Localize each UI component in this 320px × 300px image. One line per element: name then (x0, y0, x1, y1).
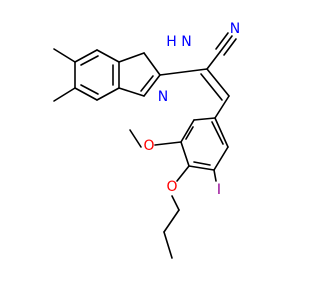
bond (213, 146, 229, 171)
bond (163, 209, 180, 233)
double-bond-inner (185, 126, 194, 140)
bond (129, 129, 142, 148)
bond (118, 87, 145, 97)
nitrile-nitrogen-label: N (230, 21, 240, 37)
bond (214, 95, 230, 119)
bond (193, 117, 216, 121)
double-bond-inner (211, 121, 224, 145)
bond (154, 141, 182, 146)
imine-nitrogen-label: N (158, 89, 168, 105)
triple-bond (223, 38, 237, 56)
bond (206, 51, 221, 70)
bond (213, 169, 217, 182)
bond (118, 52, 145, 63)
nh-atom-label: H N (166, 34, 191, 50)
bond (74, 87, 98, 101)
bond (180, 119, 195, 143)
double-bond-inner (80, 84, 99, 95)
triple-bond (215, 32, 229, 50)
bond (143, 74, 161, 97)
bond (143, 52, 161, 76)
bond (53, 87, 76, 102)
bond (159, 68, 208, 76)
bond-layer (53, 32, 237, 259)
double-bond-inner (80, 55, 99, 66)
methoxy-oxygen-label: O (143, 138, 154, 154)
bond (188, 165, 215, 171)
bond (163, 231, 173, 259)
double-bond-inner (193, 161, 211, 166)
bond (74, 49, 98, 63)
bond (53, 48, 76, 63)
propoxy-oxygen-label: O (166, 179, 177, 195)
atom-label-layer: H N N N O O I (143, 21, 240, 198)
molecule-structure-diagram: H N N N O O I (53, 21, 240, 259)
bond (214, 117, 229, 148)
bond (96, 87, 120, 101)
bond (176, 165, 190, 182)
bond (96, 49, 120, 63)
triple-bond (219, 35, 233, 53)
bond (180, 141, 190, 167)
iodine-label: I (217, 182, 221, 198)
double-bond-inner (200, 73, 223, 101)
bond (171, 195, 180, 211)
double-bond-inner (140, 75, 154, 92)
bond (206, 68, 230, 97)
